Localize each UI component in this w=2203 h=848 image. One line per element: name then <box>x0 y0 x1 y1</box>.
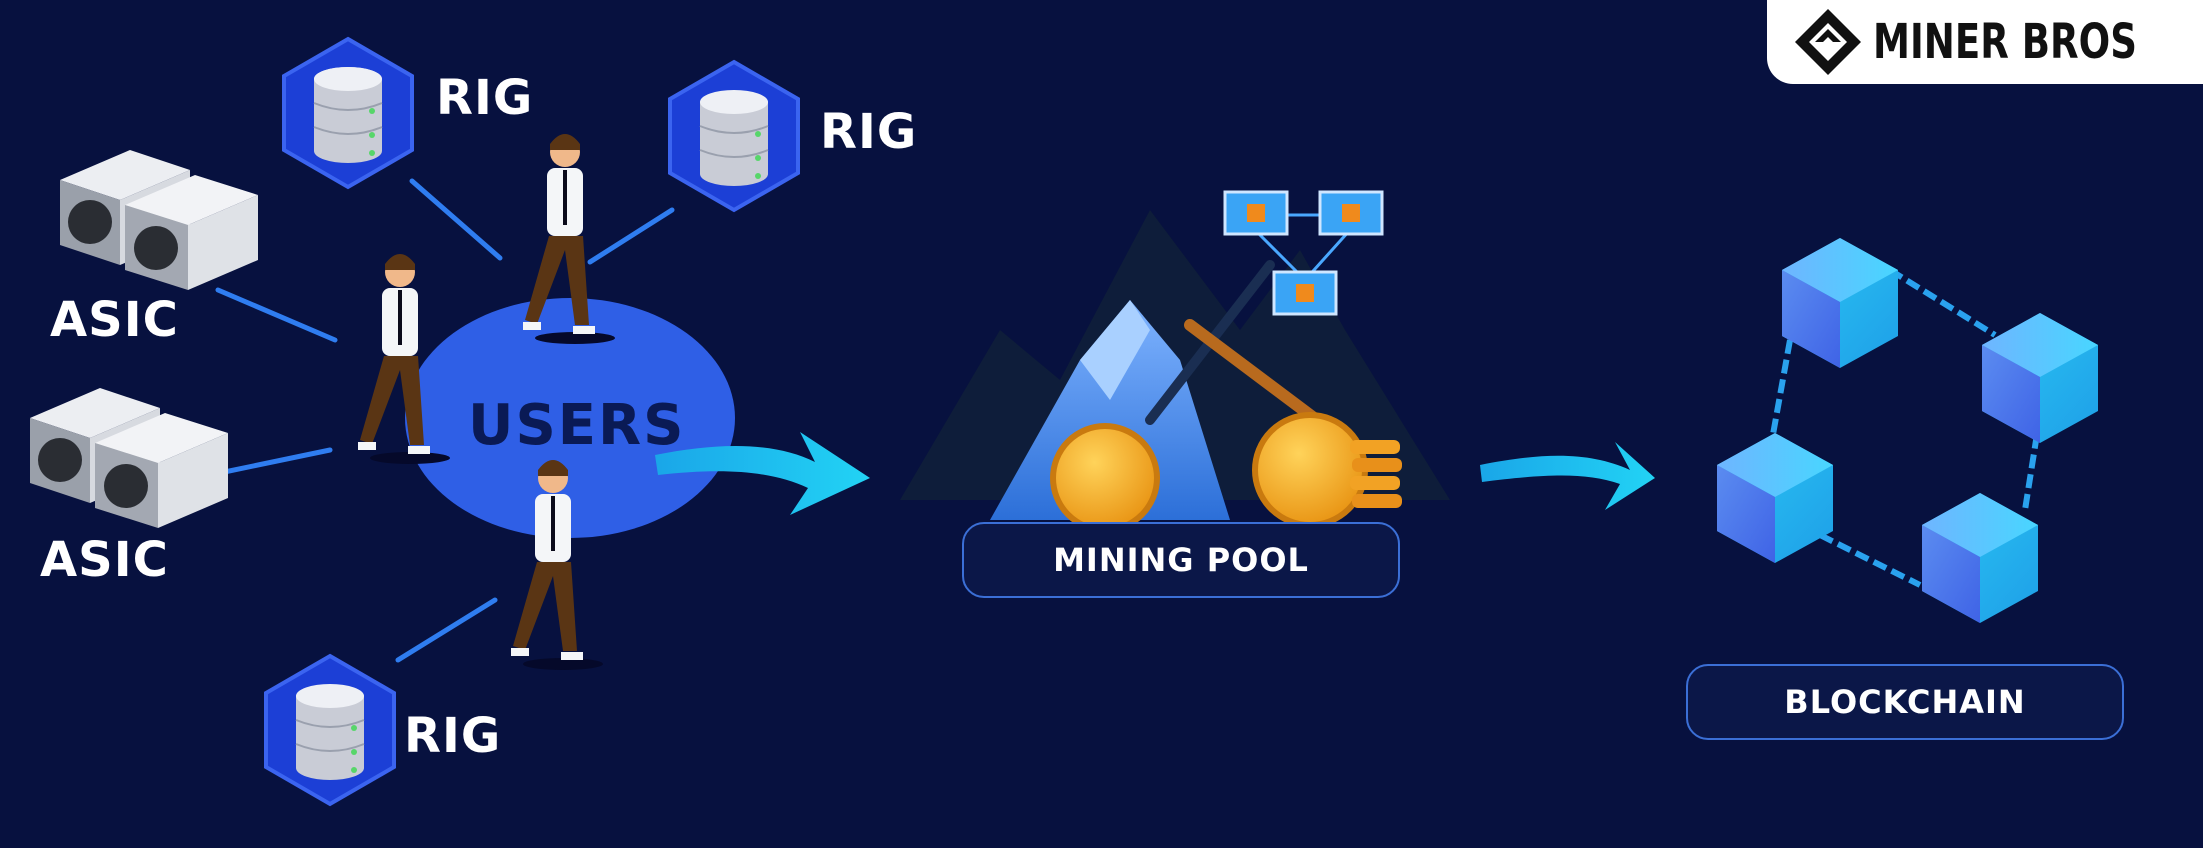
user-figure-top <box>523 134 615 344</box>
brand-name: MINER BROS <box>1873 14 2137 70</box>
rig-label-top-right: RIG <box>820 104 918 160</box>
user-figure-bottom <box>511 460 603 670</box>
users-label: USERS <box>468 393 686 458</box>
mining-pool-illustration <box>900 190 1450 533</box>
users-ellipse <box>405 298 735 538</box>
asic-miner-icon-top <box>60 150 258 290</box>
block-cube-4 <box>1922 493 2038 623</box>
mining-pool-label: MINING POOL <box>962 522 1400 598</box>
connector-rig-bottom <box>395 597 498 663</box>
block-cube-3 <box>1717 433 1833 563</box>
network-monitors-icon <box>1223 190 1384 316</box>
rig-label-bottom: RIG <box>404 708 502 764</box>
connector-rig-top-left <box>409 178 503 261</box>
rig-icon-top-left <box>282 36 414 190</box>
user-figure-left <box>358 254 450 464</box>
chain-links <box>1769 267 2043 588</box>
asic-label-bottom: ASIC <box>40 532 169 588</box>
rig-label-top-left: RIG <box>436 70 534 126</box>
connector-rig-top-right <box>587 207 675 265</box>
asic-miner-icon-bottom <box>30 388 228 528</box>
arrow-pool-to-blockchain <box>1480 442 1655 510</box>
block-cube-2 <box>1982 313 2098 443</box>
rig-icon-top-right <box>668 59 800 213</box>
blockchain-label: BLOCKCHAIN <box>1686 664 2124 740</box>
brand-logo: MINER BROS <box>1767 0 2203 84</box>
miner-bros-logo-icon <box>1795 9 1861 75</box>
blockchain-illustration <box>1717 238 2098 623</box>
asic-label-top: ASIC <box>50 292 179 348</box>
arrow-users-to-pool <box>655 432 870 515</box>
block-cube-1 <box>1782 238 1898 368</box>
connector-asic-top <box>215 287 338 343</box>
connector-asic-bottom <box>207 447 333 478</box>
rig-icon-bottom <box>264 653 396 807</box>
connector-lines <box>207 178 675 663</box>
